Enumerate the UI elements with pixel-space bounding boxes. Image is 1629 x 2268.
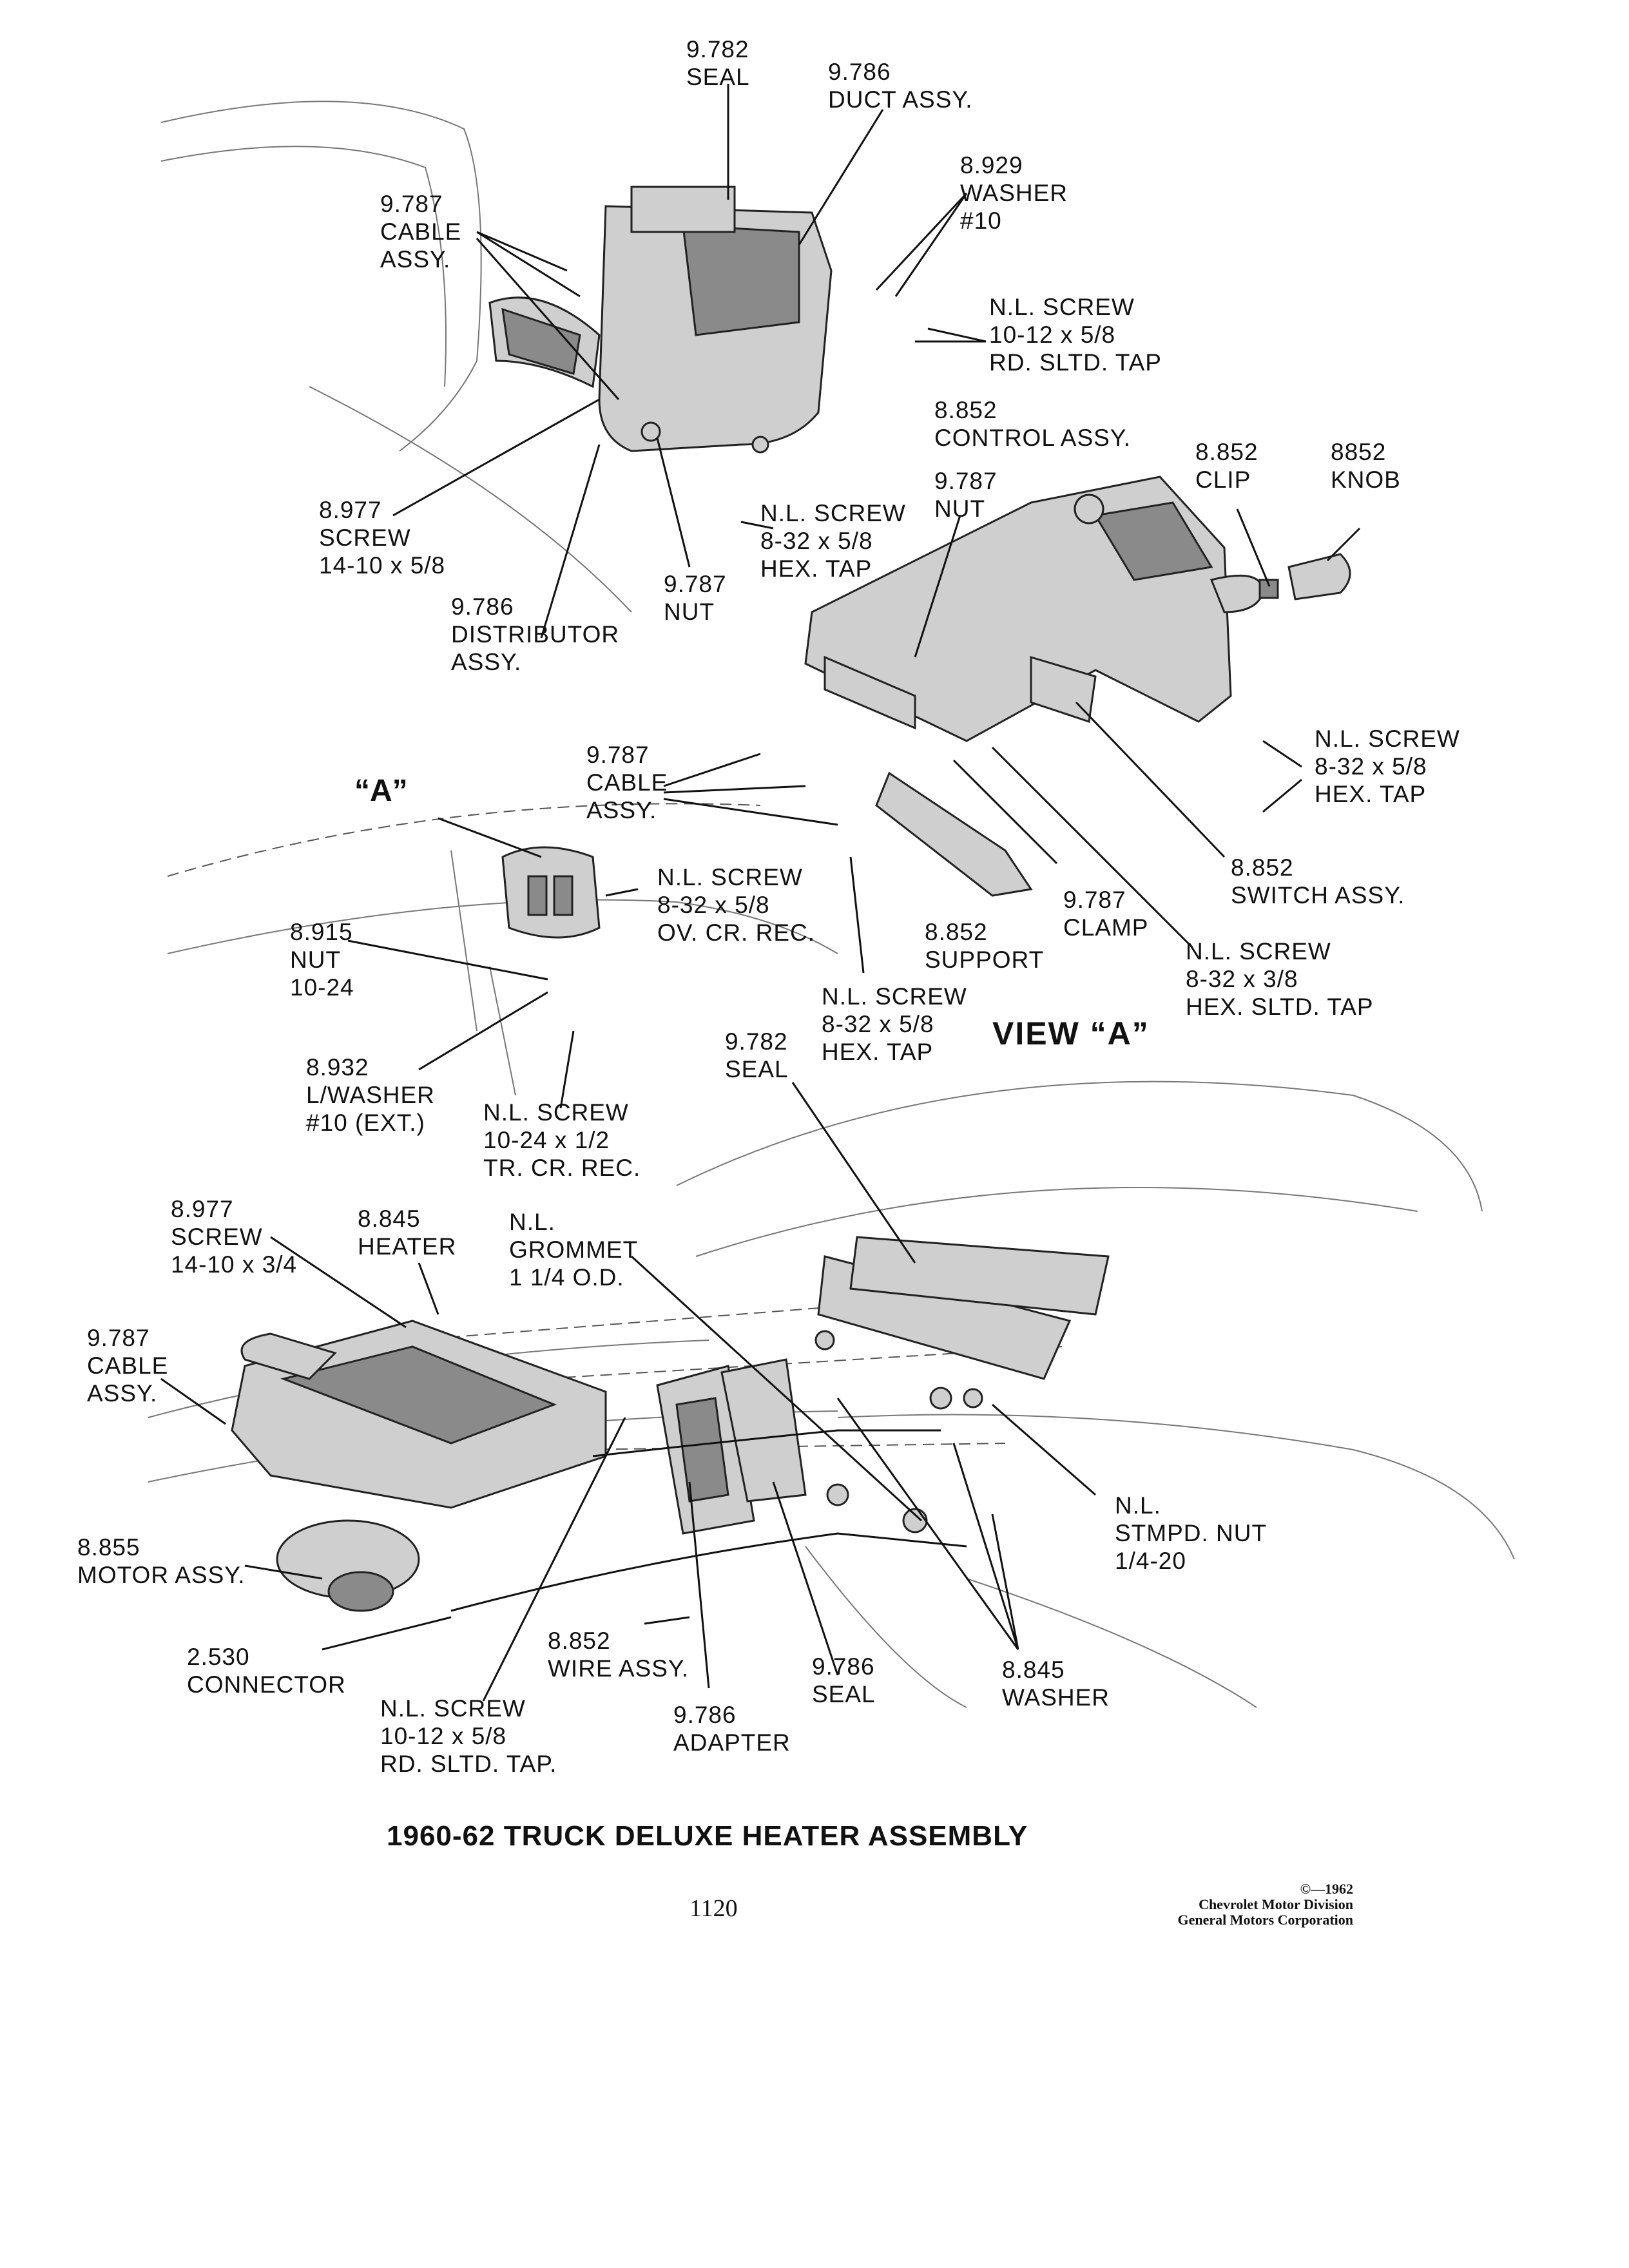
view-a-switch-drawing: [450, 846, 601, 1096]
page-title: 1960-62 TRUCK DELUXE HEATER ASSEMBLY: [387, 1820, 1028, 1852]
duct-assembly-drawing: [488, 186, 833, 454]
leader-lines: [160, 84, 1361, 1702]
view-a-marker: “A”: [354, 774, 408, 808]
page-number: 1120: [689, 1895, 738, 1922]
heater-assembly-drawing: [231, 1236, 1110, 1612]
view-a-caption: VIEW “A”: [992, 1015, 1150, 1052]
control-assembly-drawing: [804, 476, 1351, 897]
